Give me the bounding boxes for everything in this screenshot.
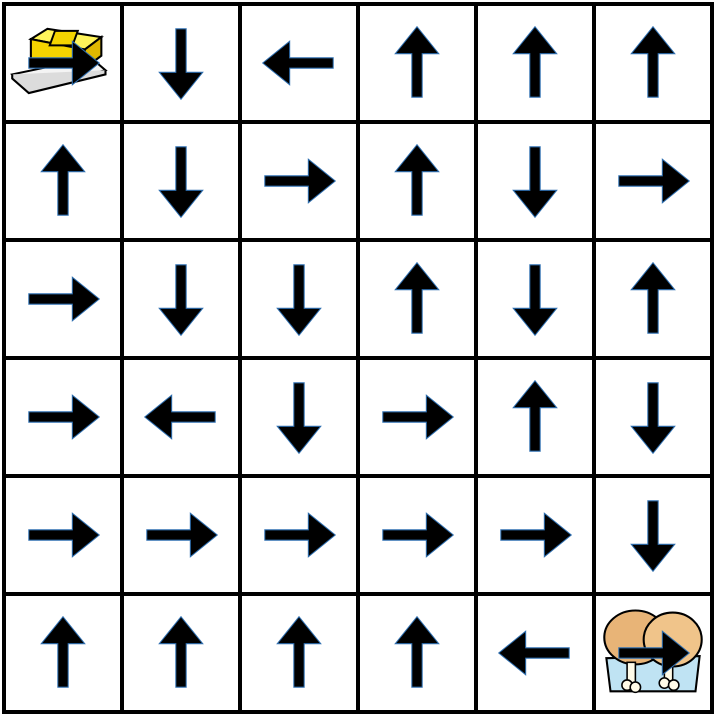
grid-cell <box>6 6 120 120</box>
grid-cell <box>596 124 710 238</box>
grid-cell <box>596 596 710 710</box>
arrow-right-icon <box>264 512 337 558</box>
grid-cell <box>242 478 356 592</box>
grid-cell <box>242 360 356 474</box>
grid-cell <box>478 242 592 356</box>
grid-cell <box>596 478 710 592</box>
arrow-left-icon <box>261 40 334 86</box>
arrow-left-icon <box>497 630 570 676</box>
grid-cell <box>596 6 710 120</box>
arrow-down-icon <box>276 382 322 455</box>
arrow-right-icon <box>382 394 455 440</box>
arrow-right-icon <box>500 512 573 558</box>
arrow-down-icon <box>158 264 204 337</box>
arrow-down-icon <box>630 500 676 573</box>
arrow-right-icon <box>618 158 691 204</box>
grid-cell <box>360 242 474 356</box>
arrow-up-icon <box>158 615 204 688</box>
arrow-left-icon <box>143 394 216 440</box>
arrow-down-icon <box>276 264 322 337</box>
arrow-up-icon <box>512 379 558 452</box>
arrow-up-icon <box>394 143 440 216</box>
arrow-right-icon <box>28 40 101 86</box>
grid-cell <box>124 124 238 238</box>
grid-cell <box>242 596 356 710</box>
arrow-right-icon <box>28 276 101 322</box>
arrow-up-icon <box>630 261 676 334</box>
arrow-up-icon <box>40 143 86 216</box>
grid-cell <box>478 124 592 238</box>
grid-cell <box>242 124 356 238</box>
grid-cell <box>478 6 592 120</box>
grid-cell <box>124 6 238 120</box>
grid-cell <box>478 596 592 710</box>
arrow-up-icon <box>40 615 86 688</box>
grid-cell <box>124 242 238 356</box>
arrow-right-icon <box>146 512 219 558</box>
grid-cell <box>6 242 120 356</box>
grid-cell <box>360 124 474 238</box>
grid-cell <box>596 360 710 474</box>
grid-cell <box>6 478 120 592</box>
arrow-right-icon <box>28 394 101 440</box>
arrow-right-icon <box>28 512 101 558</box>
arrow-up-icon <box>394 261 440 334</box>
arrow-down-icon <box>158 146 204 219</box>
grid-cell <box>6 124 120 238</box>
arrow-down-icon <box>512 264 558 337</box>
grid-cell <box>6 596 120 710</box>
grid-cell <box>124 478 238 592</box>
grid-cell <box>242 242 356 356</box>
grid-cell <box>360 6 474 120</box>
grid-cell <box>596 242 710 356</box>
grid-cell <box>478 360 592 474</box>
grid-cell <box>124 360 238 474</box>
arrow-up-icon <box>276 615 322 688</box>
grid-cell <box>6 360 120 474</box>
grid-cell <box>360 360 474 474</box>
arrow-down-icon <box>158 28 204 101</box>
grid-cell <box>360 478 474 592</box>
arrow-right-icon <box>264 158 337 204</box>
arrow-right-icon <box>618 630 691 676</box>
arrow-down-icon <box>512 146 558 219</box>
grid-cell <box>478 478 592 592</box>
arrow-down-icon <box>630 382 676 455</box>
arrow-up-icon <box>630 25 676 98</box>
arrow-up-icon <box>394 25 440 98</box>
arrow-right-icon <box>382 512 455 558</box>
grid-cell <box>360 596 474 710</box>
grid-cell <box>124 596 238 710</box>
arrow-up-icon <box>394 615 440 688</box>
arrow-up-icon <box>512 25 558 98</box>
grid-cell <box>242 6 356 120</box>
